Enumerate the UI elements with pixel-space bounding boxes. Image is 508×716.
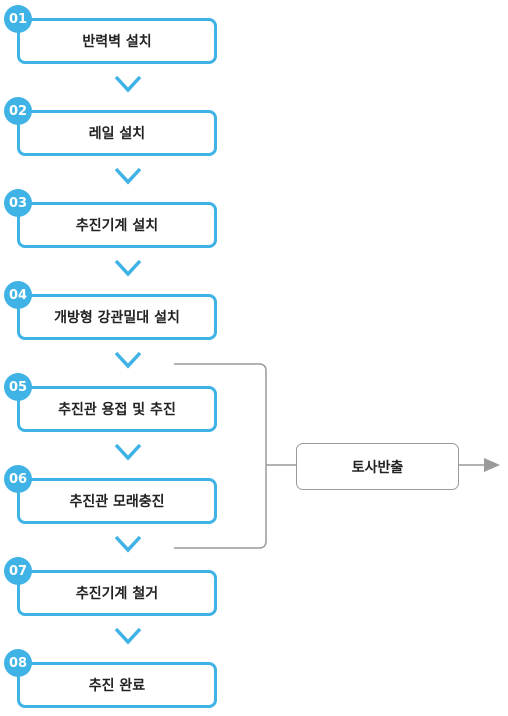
down-arrow-icon <box>114 351 142 369</box>
down-arrow-icon <box>114 75 142 93</box>
step-number-badge: 05 <box>4 373 32 401</box>
step-box-07: 추진기계 철거 <box>17 570 217 616</box>
step-label: 반력벽 설치 <box>82 34 152 50</box>
step-label: 추진기계 설치 <box>75 218 159 234</box>
step-box-01: 반력벽 설치 <box>17 18 217 64</box>
step-label: 개방형 강관밀대 설치 <box>54 310 180 326</box>
side-process-box: 토사반출 <box>296 443 459 490</box>
step-number-badge: 02 <box>4 97 32 125</box>
step-number-badge: 08 <box>4 649 32 677</box>
step-box-06: 추진관 모래충진 <box>17 478 217 524</box>
step-label: 추진기계 철거 <box>75 586 159 602</box>
step-box-03: 추진기계 설치 <box>17 202 217 248</box>
step-box-05: 추진관 용접 및 추진 <box>17 386 217 432</box>
step-number-badge: 04 <box>4 281 32 309</box>
down-arrow-icon <box>114 627 142 645</box>
side-process-label: 토사반출 <box>351 459 404 476</box>
step-number-badge: 03 <box>4 189 32 217</box>
output-arrow-head <box>484 458 500 472</box>
step-label: 레일 설치 <box>88 126 146 142</box>
down-arrow-icon <box>114 167 142 185</box>
down-arrow-icon <box>114 443 142 461</box>
down-arrow-icon <box>114 259 142 277</box>
step-number-badge: 01 <box>4 5 32 33</box>
step-label: 추진관 용접 및 추진 <box>58 402 176 418</box>
step-label: 추진 완료 <box>88 678 146 694</box>
down-arrow-icon <box>114 535 142 553</box>
step-box-02: 레일 설치 <box>17 110 217 156</box>
step-number-badge: 07 <box>4 557 32 585</box>
step-box-04: 개방형 강관밀대 설치 <box>17 294 217 340</box>
step-number-badge: 06 <box>4 465 32 493</box>
step-box-08: 추진 완료 <box>17 662 217 708</box>
step-label: 추진관 모래충진 <box>69 494 165 510</box>
